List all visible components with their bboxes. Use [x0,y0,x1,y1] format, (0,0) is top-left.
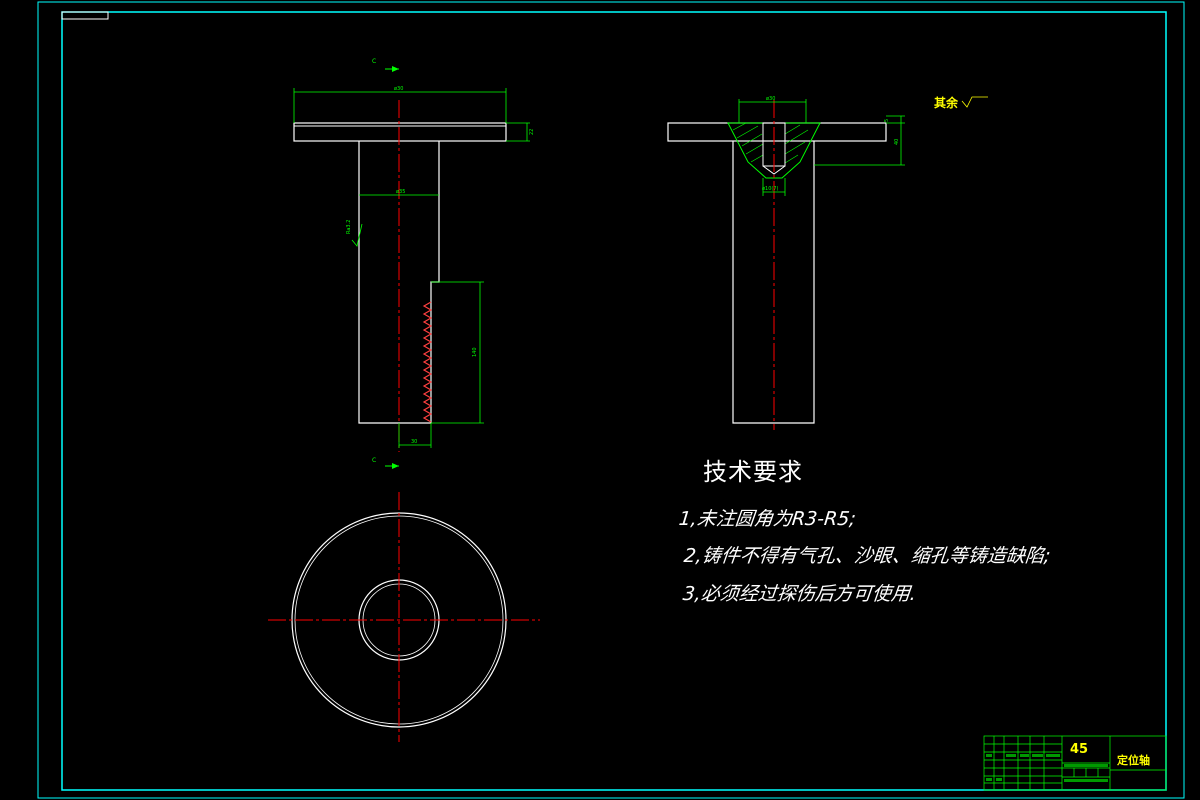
front-view: ø30 ø35 22 140 30 Ra3.2 C C [293,58,535,469]
roughness-note: 其余 [934,96,959,110]
inner-frame [61,11,1167,791]
section-mark-top: C [372,58,399,72]
svg-text:C: C [372,58,376,65]
section-mark-bottom: C [372,457,399,469]
requirement-2: 2,铸件不得有气孔、沙眼、缩孔等铸造缺陷; [682,545,1052,567]
title-block [983,735,1167,791]
thread-profile [422,301,433,423]
svg-text:22: 22 [529,129,535,135]
svg-text:ø30: ø30 [766,96,775,102]
front-dimensions [293,88,530,448]
front-flange [293,122,507,142]
top-view [268,492,540,742]
svg-text:ø35: ø35 [396,189,405,195]
outer-frame [37,1,1185,799]
title-block-part-name: 定位轴 [1117,754,1150,767]
section-hatch [727,122,821,179]
svg-text:ø30: ø30 [394,86,403,92]
svg-text:5: 5 [884,119,890,122]
svg-text:Ra3.2: Ra3.2 [346,220,352,234]
technical-requirements-title: 技术要求 [703,458,803,486]
requirement-1: 1,未注圆角为R3-R5; [677,508,857,530]
svg-text:ø10(7): ø10(7) [762,186,779,192]
svg-text:C: C [372,457,376,464]
svg-text:30: 30 [411,439,417,445]
svg-text:140: 140 [472,347,478,357]
requirement-3: 3,必须经过探伤后方可使用. [681,583,918,605]
section-view: ø30 ø10(7) 5 40 [667,96,988,430]
svg-text:40: 40 [894,139,900,145]
front-shaft-outline [358,141,440,424]
title-block-material: 45 [1070,742,1089,757]
corner-tag [61,11,109,20]
